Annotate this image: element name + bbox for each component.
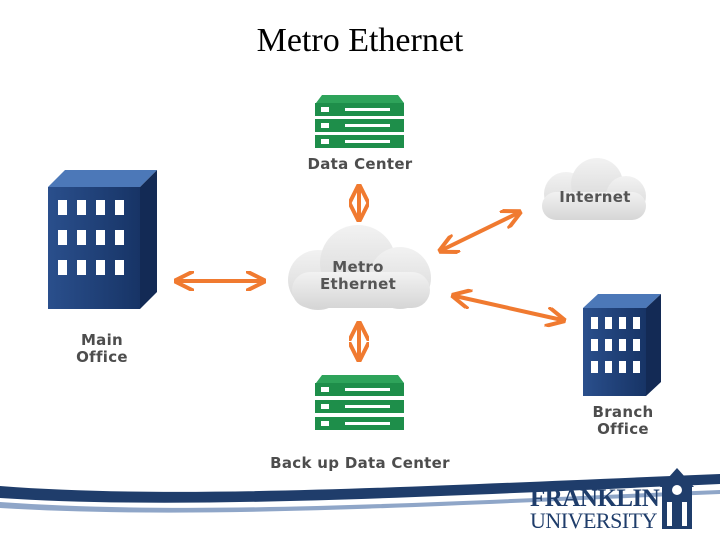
backup-data-center-label: Back up Data Center	[270, 454, 450, 472]
franklin-tower-logo-icon	[660, 468, 694, 529]
arrow-metro-to-branch	[455, 296, 562, 320]
metro-ethernet-label: Metro Ethernet	[300, 259, 416, 293]
data-center-label: Data Center	[307, 155, 413, 173]
branch-office-building-icon	[583, 294, 661, 396]
branch-office-label-line1: Branch	[592, 403, 654, 421]
branch-office-label: Branch Office	[580, 404, 666, 438]
data-center-server-icon	[315, 95, 404, 148]
footer-swoosh-light	[0, 490, 720, 513]
slide-title: Metro Ethernet	[256, 22, 464, 59]
main-office-label: Main Office	[62, 332, 142, 366]
internet-label: Internet	[559, 188, 631, 206]
metro-ethernet-label-line2: Ethernet	[319, 275, 397, 293]
arrow-metro-to-internet	[442, 213, 518, 250]
main-office-building-icon	[48, 170, 157, 309]
university-logo-text: UNIVERSITY	[530, 508, 658, 533]
franklin-logo-text: FRANKLIN	[530, 485, 660, 512]
branch-office-label-line2: Office	[597, 420, 649, 438]
metro-ethernet-cloud-icon	[288, 225, 431, 310]
metro-ethernet-label-line1: Metro	[332, 258, 384, 276]
internet-cloud-icon	[542, 158, 646, 220]
backup-data-center-server-icon	[315, 375, 404, 430]
main-office-label-line2: Office	[76, 348, 128, 366]
footer-swoosh	[0, 474, 720, 503]
main-office-label-line1: Main	[80, 331, 124, 349]
